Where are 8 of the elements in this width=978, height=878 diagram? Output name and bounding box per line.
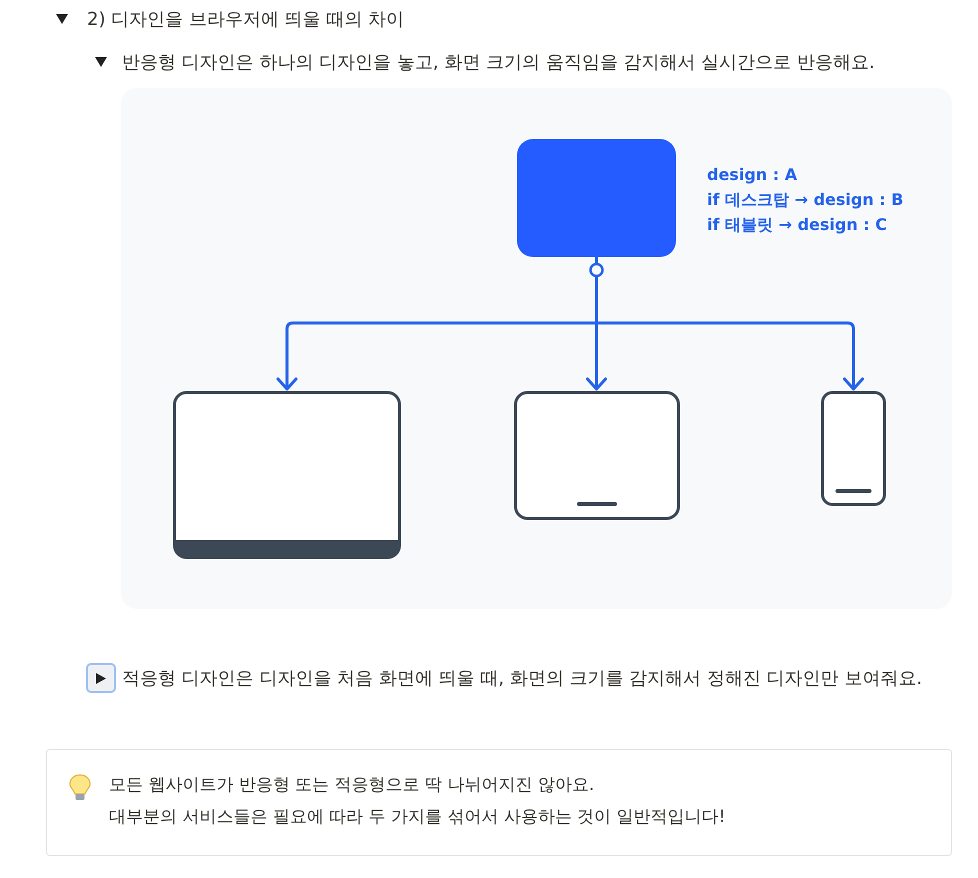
toggle-text: 적응형 디자인은 디자인을 처음 화면에 띄울 때, 화면의 크기를 감지해서 정해진 디자인만 보여줘요. [122,667,922,690]
design-rule-text: design : A [707,164,798,186]
callout-text: 모든 웹사이트가 반응형 또는 적응형으로 딱 나뉘어지진 않아요. [109,774,594,796]
design-rule-text: if 데스크탑 → design : B [707,189,904,211]
design-rule-text: if 태블릿 → design : C [707,214,888,236]
section-heading: 2) 디자인을 브라우저에 띄울 때의 차이 [87,8,404,32]
bullet-text: 반응형 디자인은 하나의 디자인을 놓고, 화면 크기의 움직임을 감지해서 실시간으로 반응해요. [122,51,875,74]
callout-text: 대부분의 서비스들은 필요에 따라 두 가지를 섞어서 사용하는 것이 일반적입니다! [109,806,726,828]
